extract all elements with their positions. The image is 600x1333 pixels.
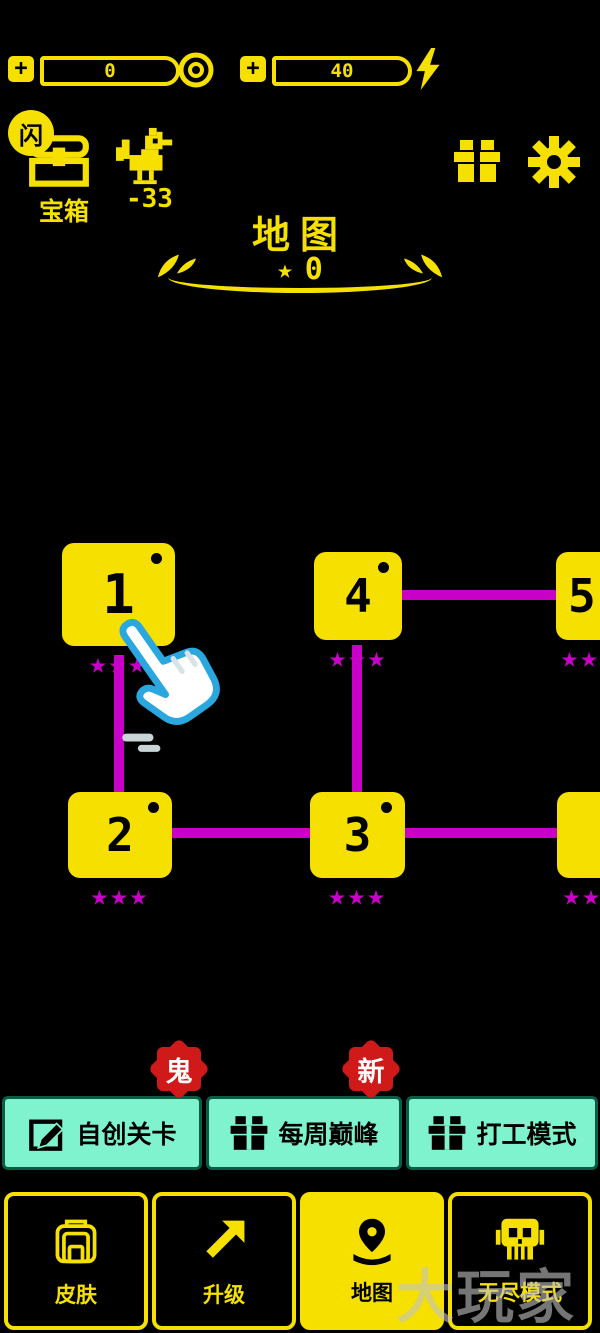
level-2-stars: ★★★ <box>90 878 150 912</box>
level-node-1[interactable]: 1 <box>62 543 175 646</box>
rooster-count: -33 <box>126 184 173 214</box>
level-dot <box>378 562 389 573</box>
nav-tile-map[interactable]: 地图 <box>300 1192 444 1330</box>
ghost-badge: 鬼 <box>147 1037 211 1101</box>
nav-skins-label: 皮肤 <box>55 1283 97 1307</box>
rooster-button[interactable] <box>116 126 178 192</box>
nav-upgrade-label: 升级 <box>203 1283 245 1307</box>
nav-tile-skins[interactable]: 皮肤 <box>4 1192 148 1330</box>
level-number: 3 <box>343 808 372 862</box>
gift-icon <box>429 1116 466 1150</box>
title-underline <box>168 262 432 293</box>
coin-icon <box>178 52 214 88</box>
weekly-peak-button[interactable]: 每周巅峰 <box>206 1096 402 1170</box>
level-6-stars: ★★★ <box>562 878 600 912</box>
custom-level-button[interactable]: 自创关卡 <box>2 1096 202 1170</box>
path-3-6 <box>403 828 559 838</box>
add-energy-button[interactable]: + <box>240 56 266 82</box>
level-4-stars: ★★★ <box>328 640 388 674</box>
page-title: 地图 <box>251 213 348 257</box>
custom-level-label: 自创关卡 <box>76 1120 177 1149</box>
energy-counter: 40 <box>272 56 412 86</box>
level-dot <box>148 802 159 813</box>
level-1-stars: ★★★ <box>89 646 148 680</box>
level-dot <box>381 802 392 813</box>
upgrade-arrow-icon <box>206 1220 245 1258</box>
rooster-icon <box>116 127 173 185</box>
nav-tile-upgrade[interactable]: 升级 <box>152 1192 296 1330</box>
path-4-5 <box>400 590 558 600</box>
skull-icon <box>495 1218 545 1260</box>
add-coins-button[interactable]: + <box>8 56 34 82</box>
path-4-3 <box>352 645 362 795</box>
new-badge: 新 <box>339 1037 403 1101</box>
level-node-6[interactable] <box>557 792 600 878</box>
settings-button[interactable] <box>528 136 580 192</box>
level-5-stars: ★★★ <box>560 640 600 674</box>
nav-endless-label: 无尽模式 <box>478 1281 562 1305</box>
work-mode-button[interactable]: 打工模式 <box>406 1096 598 1170</box>
level-node-5[interactable]: 5 <box>556 552 600 640</box>
pencil-icon <box>29 1119 65 1151</box>
treasure-chest-label: 宝箱 <box>38 197 89 226</box>
level-3-stars: ★★★ <box>328 878 387 912</box>
level-node-4[interactable]: 4 <box>314 552 402 640</box>
level-number: 4 <box>344 569 372 623</box>
gift-button[interactable] <box>452 138 502 188</box>
flash-sale-badge: 闪 <box>8 110 54 156</box>
path-1-2 <box>114 655 124 797</box>
nav-map-label: 地图 <box>351 1281 393 1305</box>
level-number: 1 <box>102 563 135 626</box>
nav-tile-endless[interactable]: 无尽模式 <box>448 1192 592 1330</box>
coin-counter: 0 <box>40 56 180 86</box>
level-number: 5 <box>568 569 596 623</box>
path-2-3 <box>170 828 312 838</box>
weekly-peak-label: 每周巅峰 <box>278 1120 379 1149</box>
map-pin-icon <box>353 1218 391 1266</box>
gear-icon <box>528 136 580 188</box>
work-mode-label: 打工模式 <box>476 1120 577 1149</box>
level-node-2[interactable]: 2 <box>68 792 172 878</box>
gift-icon <box>231 1116 268 1150</box>
backpack-icon <box>55 1219 97 1264</box>
lightning-icon <box>416 48 440 90</box>
gift-icon <box>454 140 500 182</box>
level-number <box>557 792 600 878</box>
level-dot <box>151 553 162 564</box>
level-node-3[interactable]: 3 <box>310 792 405 878</box>
level-number: 2 <box>106 808 134 862</box>
